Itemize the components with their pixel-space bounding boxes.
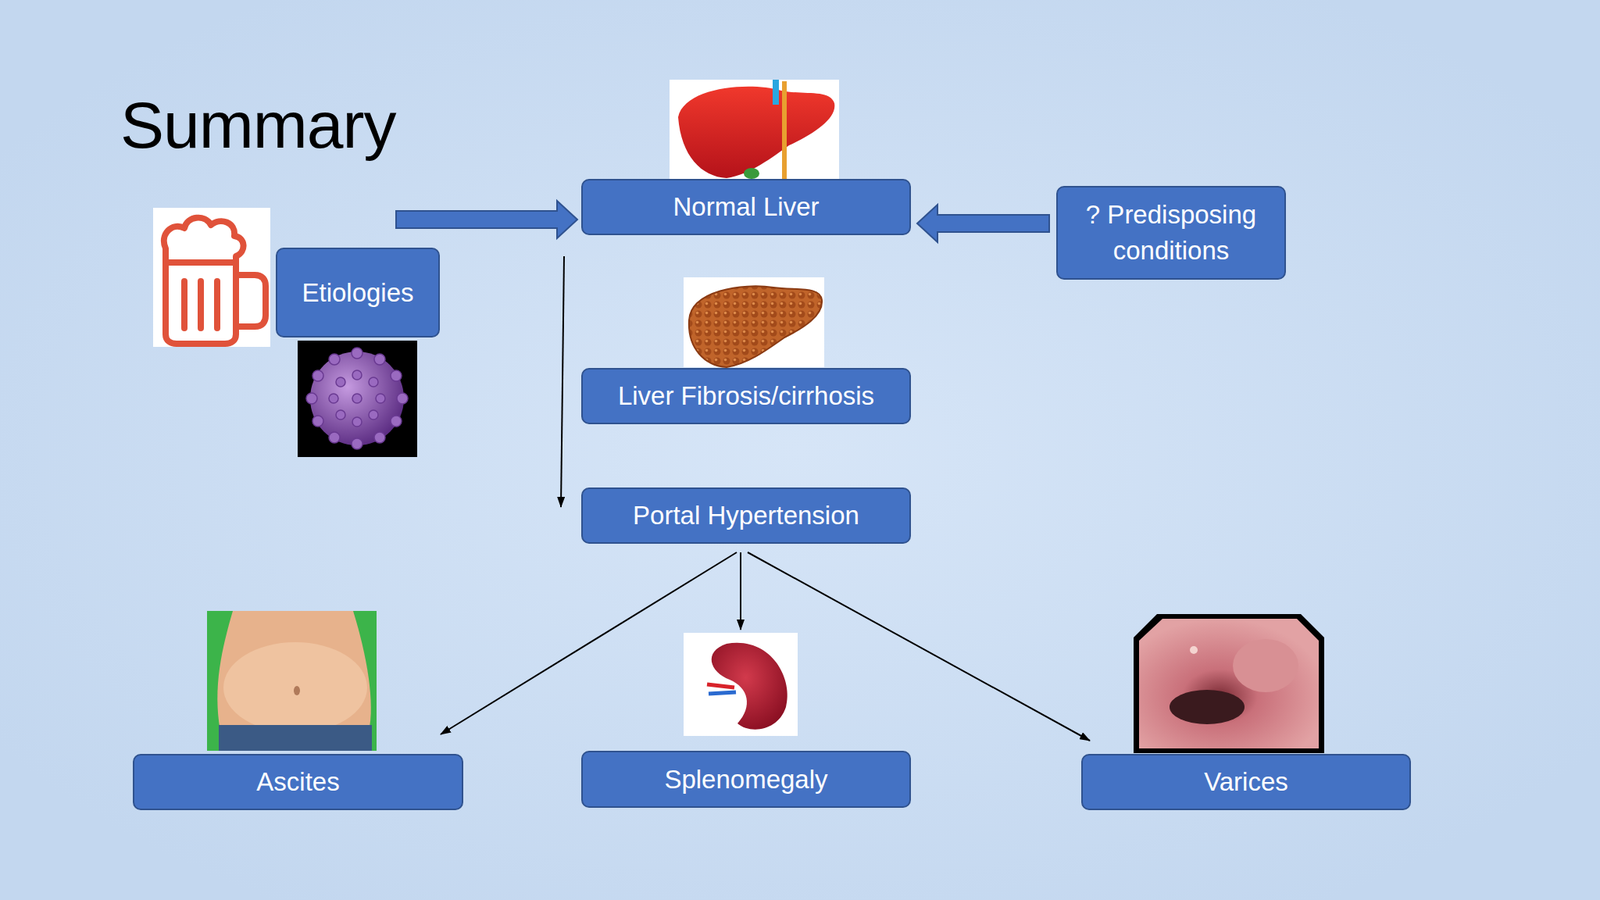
virus-image-part bbox=[310, 351, 404, 446]
beer-icon-part bbox=[235, 275, 266, 327]
box-label: Splenomegaly bbox=[664, 761, 828, 798]
varices-endoscopy-image-part bbox=[1169, 689, 1245, 725]
cirrhotic-liver-image-part bbox=[689, 285, 822, 368]
liver-image-part bbox=[669, 79, 840, 179]
virus-image-part-part bbox=[306, 392, 318, 404]
process-box: Liver Fibrosis/cirrhosis bbox=[581, 367, 911, 425]
process-box: Portal Hypertension bbox=[581, 487, 911, 544]
virus-image-part-part bbox=[368, 410, 379, 420]
varices-endoscopy-image-part bbox=[1139, 618, 1319, 749]
virus-image-part-part bbox=[375, 393, 386, 404]
arrow-line bbox=[560, 256, 565, 508]
virus-image-part-part bbox=[312, 370, 324, 382]
arrow-line bbox=[747, 552, 1090, 741]
virus-image-part-part bbox=[352, 393, 362, 404]
virus-image-part bbox=[297, 340, 418, 458]
virus-image-part-part bbox=[328, 353, 340, 365]
box-label: Liver Fibrosis/cirrhosis bbox=[617, 378, 875, 415]
virus-image-part bbox=[306, 347, 408, 450]
liver-image-part bbox=[743, 167, 760, 179]
cirrhotic-liver-image-part bbox=[683, 277, 825, 368]
virus-image-part-part bbox=[328, 393, 339, 404]
cirrhotic-liver-image bbox=[683, 277, 825, 368]
ascites-image-part bbox=[207, 610, 377, 751]
virus-image-part-part bbox=[335, 410, 346, 420]
box-label: Normal Liver bbox=[672, 189, 819, 225]
varices-endoscopy-image bbox=[1133, 614, 1325, 754]
virus-image-part-part bbox=[328, 432, 340, 443]
liver-image bbox=[669, 79, 840, 179]
liver-image-part bbox=[782, 81, 787, 179]
liver-image-part bbox=[678, 86, 835, 179]
ascites-image-part bbox=[293, 685, 300, 696]
beer-icon-part bbox=[181, 281, 188, 329]
box-label: Ascites bbox=[256, 764, 340, 800]
process-box: Etiologies bbox=[275, 247, 440, 338]
box-label: Varices bbox=[1203, 764, 1289, 800]
liver-image-part bbox=[772, 79, 779, 105]
process-box: Splenomegaly bbox=[581, 750, 911, 808]
beer-icon bbox=[153, 207, 271, 347]
ascites-image-part bbox=[223, 642, 368, 733]
ascites-image bbox=[207, 610, 377, 751]
virus-image-part-part bbox=[352, 417, 362, 427]
spleen-image-part bbox=[707, 684, 735, 688]
virus-image-part-part bbox=[374, 353, 386, 365]
beer-icon-part bbox=[197, 281, 204, 329]
block-arrow bbox=[396, 200, 578, 239]
virus-image-part-part bbox=[368, 377, 379, 387]
process-box: Ascites bbox=[132, 753, 464, 811]
beer-icon-part bbox=[164, 217, 244, 263]
box-label: Etiologies bbox=[301, 275, 414, 311]
beer-icon-part bbox=[153, 207, 271, 347]
virus-image-part-part bbox=[351, 438, 363, 450]
virus-image-part-part bbox=[312, 415, 324, 427]
box-label: ? Predisposing conditions bbox=[1068, 196, 1274, 268]
beer-icon-part bbox=[165, 262, 236, 344]
virus-image-part-part bbox=[390, 415, 402, 427]
virus-image-part-part bbox=[396, 392, 408, 404]
process-box: Varices bbox=[1081, 753, 1411, 811]
ascites-image-part bbox=[218, 725, 372, 751]
beer-icon-part bbox=[214, 281, 221, 329]
block-arrow bbox=[917, 204, 1050, 243]
slide-title: Summary bbox=[120, 92, 396, 158]
virus-image-part-part bbox=[351, 347, 363, 359]
varices-endoscopy-image-part bbox=[1189, 646, 1198, 654]
varices-endoscopy-image-part bbox=[1133, 614, 1325, 754]
virus-image-part-part bbox=[374, 432, 386, 443]
virus-image bbox=[297, 340, 418, 458]
varices-endoscopy-image-part bbox=[1232, 639, 1299, 693]
virus-image-part-part bbox=[335, 377, 346, 387]
spleen-image-part bbox=[708, 692, 736, 694]
virus-image-part-part bbox=[352, 370, 362, 380]
process-box: ? Predisposing conditions bbox=[1056, 185, 1286, 280]
process-box: Normal Liver bbox=[581, 178, 911, 236]
virus-image-part-part bbox=[390, 370, 402, 382]
arrow-line bbox=[440, 552, 737, 735]
spleen-image-part bbox=[683, 632, 798, 736]
arrow-line bbox=[739, 552, 742, 630]
spleen-image bbox=[683, 632, 798, 736]
box-label: Portal Hypertension bbox=[632, 497, 860, 534]
